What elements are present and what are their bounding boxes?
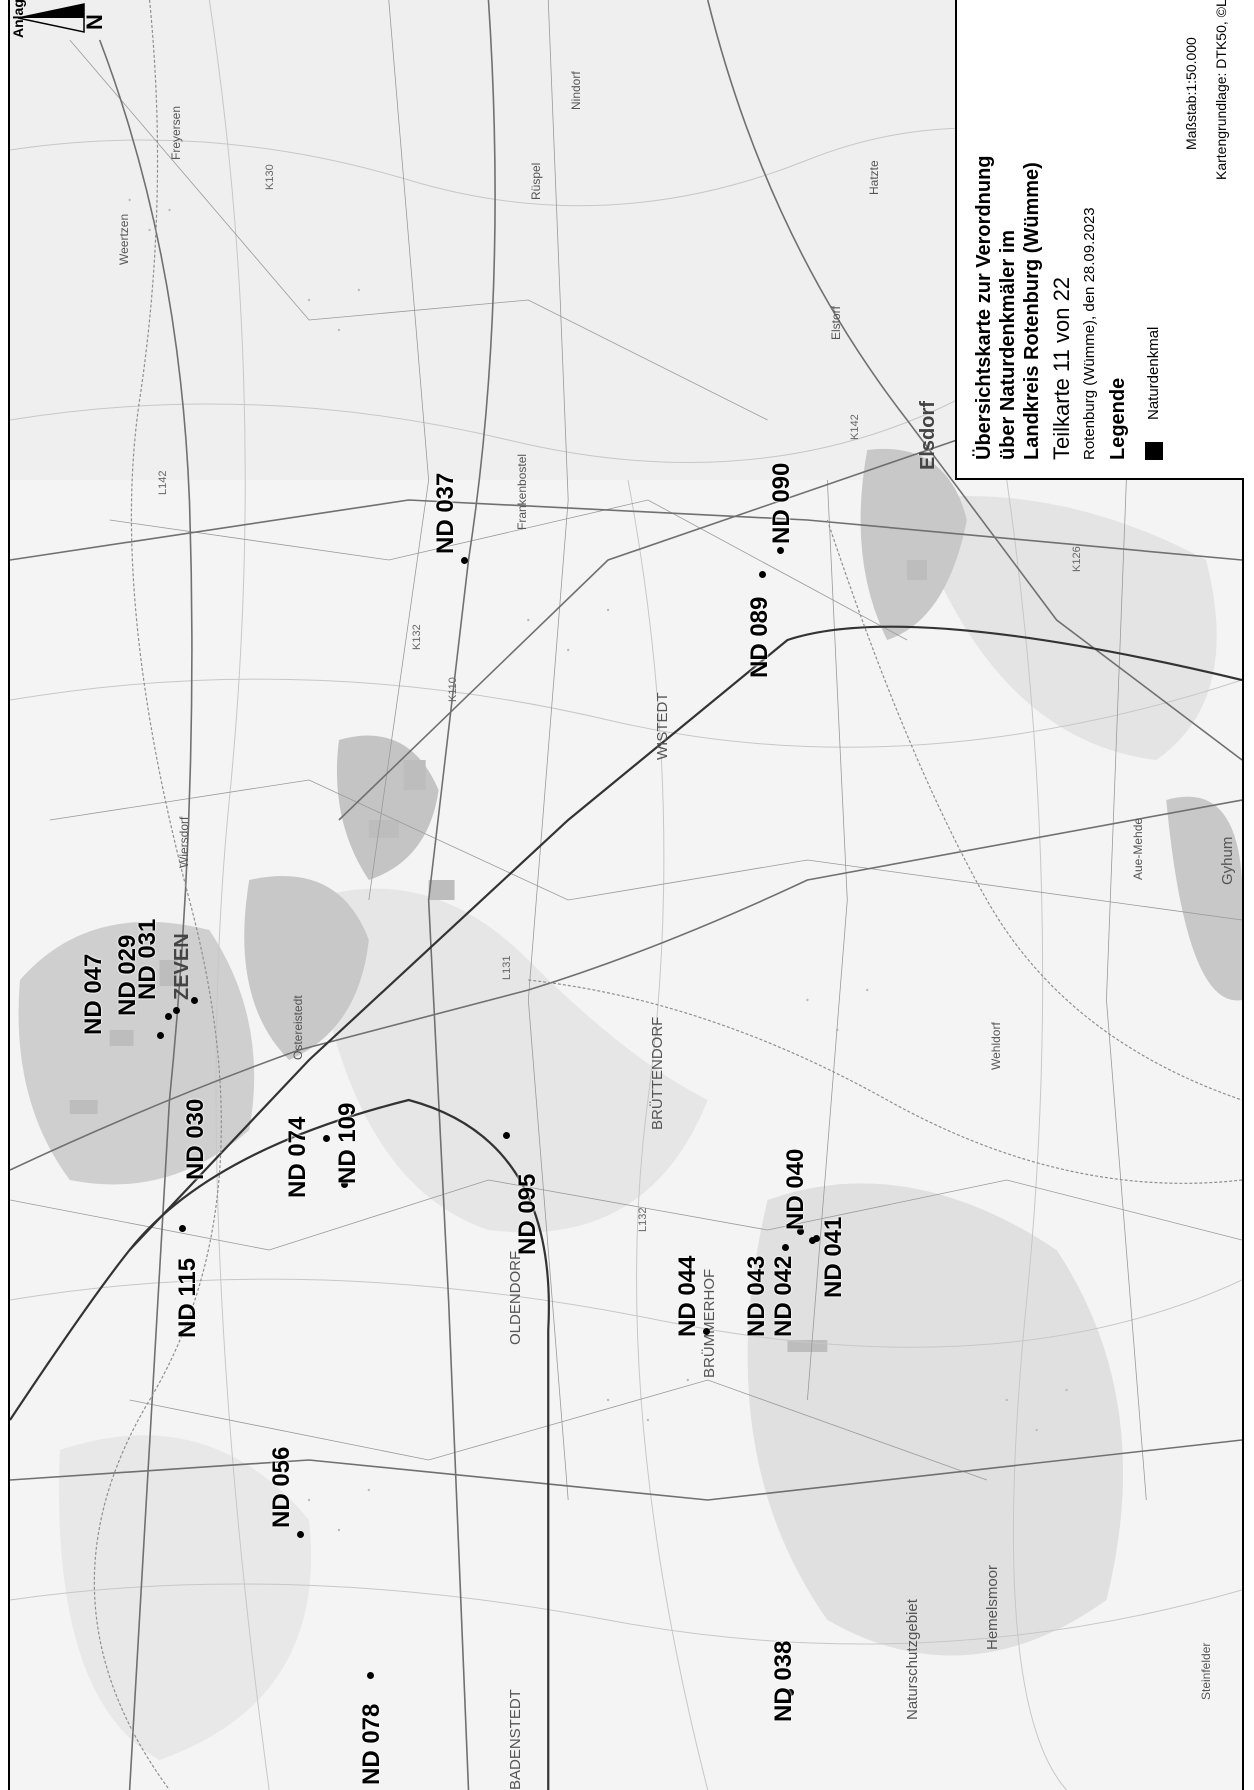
marker-label: ND 044 [674, 1255, 701, 1337]
road-label: K130 [264, 164, 276, 190]
scale-text: Maßstab:1:50.000 [1183, 37, 1199, 150]
road-label: K126 [1071, 546, 1083, 572]
place-label: ZEVEN [171, 933, 193, 1000]
legend-title-line3: Landkreis Rotenburg (Wümme) [1021, 162, 1043, 460]
marker-dot [758, 570, 766, 578]
rivers [93, 0, 1242, 1790]
marker-dot [502, 1131, 510, 1139]
marker-dot [796, 1227, 804, 1235]
place-label: Wiersdorf [177, 816, 191, 868]
topographic-basemap [10, 0, 1242, 1790]
road-label: K110 [447, 677, 459, 702]
marker-label: ND 074 [284, 1116, 311, 1198]
place-label: Elstorf [829, 305, 843, 340]
place-label: Steinfelder [1199, 1642, 1213, 1700]
legend-title-line1: Übersichtskarte zur Verordnung [973, 155, 995, 460]
marker-dot [812, 1234, 820, 1242]
marker-label: ND 056 [268, 1446, 295, 1528]
place-label: Rüspel [529, 162, 543, 200]
marker-label: ND 047 [80, 953, 107, 1035]
marker-label: ND 089 [746, 596, 773, 678]
marker-dot [178, 1224, 186, 1232]
marker-dot [190, 996, 198, 1004]
marker-dot [460, 556, 468, 564]
place-label: Weertzen [117, 213, 131, 265]
marker-dot [322, 1134, 330, 1142]
settlement-blocks [18, 448, 1242, 1352]
place-label: WISTEDT [654, 692, 671, 761]
road-network [10, 0, 1242, 1790]
place-label: Nindorf [569, 71, 583, 110]
marker-dot [366, 1671, 374, 1679]
marker-label: ND 090 [768, 462, 795, 544]
legend-swatch-icon [1145, 442, 1163, 460]
marker-label: ND 037 [432, 472, 459, 554]
legend-content: Übersichtskarte zur Verordnung über Natu… [957, 0, 1244, 478]
road-label: L132 [637, 1207, 649, 1232]
place-label: Elsdorf [917, 401, 939, 470]
marker-label: ND 095 [514, 1173, 541, 1255]
place-label: Hatzte [867, 160, 881, 195]
marker-label: ND 031 [134, 918, 161, 1000]
marker-label: ND 115 [174, 1257, 201, 1338]
road-label: L142 [157, 470, 169, 495]
marker-dot [340, 1180, 348, 1188]
marker-dot [808, 1236, 816, 1244]
road-label: K142 [849, 414, 861, 440]
place-label: Gyhum [1219, 836, 1236, 885]
marker-label: ND 109 [334, 1102, 361, 1184]
annex-label: Anlage 3 [10, 0, 26, 38]
marker-label: ND 078 [358, 1703, 385, 1785]
legend-sheet-number: Teilkarte 11 von 22 [1049, 276, 1074, 460]
legend-title-line2: über Naturdenkmäler im [997, 229, 1019, 460]
marker-label: ND 040 [782, 1148, 809, 1230]
railway [10, 625, 1242, 1790]
place-label: BRÜMMERHOF [701, 1268, 718, 1378]
marker-label: ND 042 [770, 1255, 797, 1337]
contour-lines [10, 0, 1242, 1790]
source-text: Kartengrundlage: DTK50, ©LGLN [1213, 0, 1229, 180]
road-label: L131 [501, 955, 513, 980]
place-label: Frankenbostel [515, 453, 529, 530]
marker-label: ND 030 [182, 1098, 209, 1180]
road-label: K132 [411, 624, 423, 650]
place-label: OLDENDORF [507, 1250, 524, 1345]
north-label: N [82, 14, 107, 30]
marker-dot [164, 1012, 172, 1020]
legend-place-date: Rotenburg (Wümme), den 28.09.2023 [1081, 207, 1098, 460]
north-arrow-icon [18, 3, 85, 33]
marker-label: ND 043 [743, 1255, 770, 1337]
marker-label: ND 041 [820, 1216, 847, 1298]
marker-dot [781, 1243, 789, 1251]
place-label: Hemelsmoor [984, 1564, 1001, 1650]
place-label: Ostereistedt [291, 995, 305, 1060]
marker-dot [172, 1006, 180, 1014]
legend-item-label: Naturdenkmal [1145, 326, 1162, 420]
legend-panel: Übersichtskarte zur Verordnung über Natu… [955, 0, 1244, 480]
place-label: BRÜTTENDORF [649, 1016, 666, 1130]
legend-heading: Legende [1107, 377, 1129, 460]
marker-dot [296, 1530, 304, 1538]
place-label: Aue-Mehde [1131, 817, 1145, 880]
marker-dot [156, 1031, 164, 1039]
marker-dot [702, 1327, 710, 1335]
place-label: Wehldorf [989, 1022, 1003, 1070]
place-label: Naturschutzgebiet [904, 1599, 921, 1720]
place-label: BADENSTEDT [507, 1689, 524, 1790]
marker-dot [786, 1688, 794, 1696]
marker-label: ND 038 [770, 1640, 797, 1722]
marker-dot [776, 546, 784, 554]
place-label: Freyersen [169, 105, 183, 160]
terrain-patches [10, 0, 1217, 1760]
